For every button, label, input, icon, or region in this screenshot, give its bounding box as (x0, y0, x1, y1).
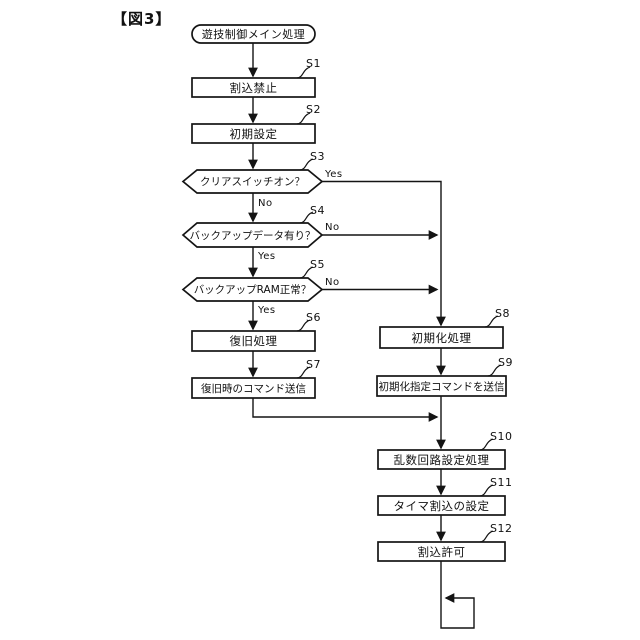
step-s11-label: タイマ割込の設定 (393, 498, 490, 513)
branch-s5-yes: Yes (258, 305, 276, 316)
connector-s7-merge (252, 398, 439, 422)
branch-s4-no: No (325, 222, 340, 233)
step-s1-id: S1 (306, 57, 321, 70)
step-s12-label: 割込許可 (417, 544, 466, 559)
step-s8-id: S8 (495, 307, 510, 320)
leader-s8 (484, 315, 499, 328)
step-s6-id: S6 (306, 311, 321, 324)
leader-s1 (296, 66, 311, 79)
branch-s5-no: No (325, 277, 340, 288)
leader-s2 (296, 112, 311, 125)
step-s3-id: S3 (310, 150, 325, 163)
leader-s9 (487, 364, 502, 377)
leader-s4 (299, 211, 314, 224)
step-s8-label: 初期化処理 (411, 330, 472, 345)
branch-s3-no: No (258, 198, 273, 209)
leader-s10 (479, 438, 494, 451)
figure-tag: 【図3】 (112, 10, 172, 28)
step-s10-id: S10 (490, 430, 513, 443)
leader-s3 (299, 158, 314, 171)
branch-s3-yes: Yes (325, 169, 343, 180)
step-s2-label: 初期設定 (229, 126, 278, 141)
branch-s4-yes: Yes (258, 251, 276, 262)
step-s1-label: 割込禁止 (229, 80, 278, 95)
step-s4-label: バックアップデータ有り？ (189, 229, 316, 242)
step-s11-id: S11 (490, 476, 513, 489)
leader-s6 (296, 319, 311, 332)
connector-s3-yes-s8 (322, 180, 446, 327)
step-s5-id: S5 (310, 258, 325, 271)
step-s9-label: 初期化指定コマンドを送信 (378, 380, 505, 393)
connector-endless-loop (440, 561, 475, 629)
leader-s5 (299, 266, 314, 279)
leader-s7 (296, 366, 311, 379)
step-s5-label: バックアップRAM正常？ (193, 284, 312, 296)
step-s3-label: クリアスイッチオン？ (200, 176, 305, 188)
start-label: 遊技制御メイン処理 (201, 28, 306, 41)
step-s7-label: 復旧時のコマンド送信 (201, 382, 306, 395)
step-s10-label: 乱数回路設定処理 (393, 452, 490, 467)
leader-s11 (479, 484, 494, 497)
step-s4-id: S4 (310, 204, 325, 217)
step-s9-id: S9 (498, 356, 513, 369)
step-s12-id: S12 (490, 522, 513, 535)
leader-s12 (479, 530, 494, 543)
step-s2-id: S2 (306, 103, 321, 116)
step-s6-label: 復旧処理 (229, 334, 278, 348)
step-s7-id: S7 (306, 358, 321, 371)
